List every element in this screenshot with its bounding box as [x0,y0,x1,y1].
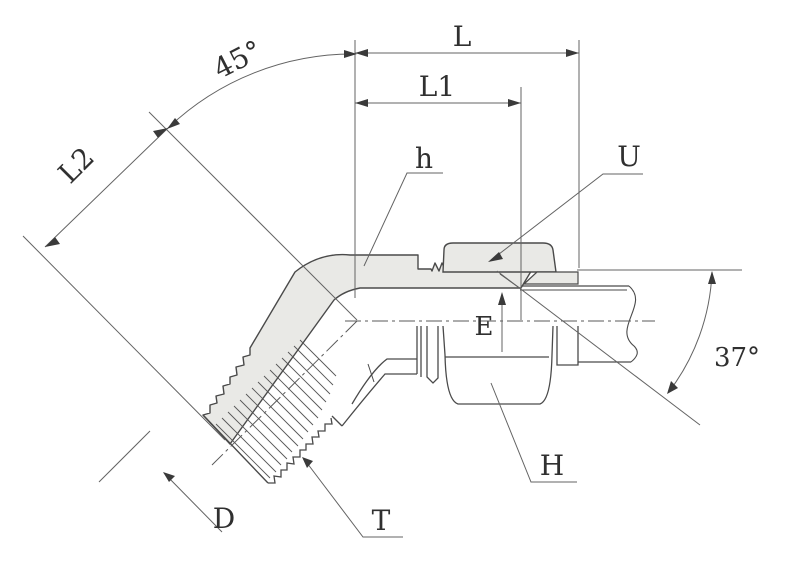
pipe-thread-dia-label: D [213,502,235,535]
flare-cone-line [496,270,701,426]
leader-T [302,457,403,538]
leader-h [363,172,443,267]
body-hex-label: h [415,142,433,175]
dim-l-label: L [453,20,472,53]
dim-L [355,49,579,57]
tube-break-line [626,285,638,363]
dim-E [498,292,506,352]
nut-hex-outline [442,325,554,405]
bend-inner-edge [351,358,417,405]
angle-37-label: 37° [714,343,760,373]
elbow-body [202,253,534,445]
dim-L1 [355,99,521,107]
thread-tip-face [202,414,269,484]
body-hex-lower [426,326,439,384]
angle-45-label: 45° [208,34,267,86]
dim-angle-37 [496,269,742,426]
thread-root-step [331,415,343,427]
bore-label: E [475,312,494,342]
ext-line-thread-tip [22,235,226,441]
nut-hex-label: H [540,449,564,482]
centerlines [211,320,655,466]
pipe-thread-label: T [372,504,391,537]
dim-l1-label: L1 [419,70,455,103]
ext-line-vertex [148,111,358,321]
dim-D [163,472,223,533]
dimensions [22,40,742,538]
thread-flank-lines [215,339,337,479]
sleeve-lower [556,326,579,366]
dim-angle-45 [167,50,357,129]
centerline-diagonal [211,320,358,466]
tube [499,273,638,363]
nut-thread-label: U [617,140,641,173]
bend-outer-edge [341,373,417,427]
leader-U [488,173,643,262]
dim-l2-label: L2 [52,141,101,190]
sleeve-shape [522,271,579,285]
leader-H [490,382,577,483]
thread-lower-crest [268,417,333,484]
ext-line-d [98,430,151,483]
elbow-body-section [202,253,534,445]
dim-L2 [44,127,169,248]
bend-chamfer-tick [367,363,375,383]
nut-hex-lower [442,325,579,405]
male-pipe-thread [202,339,343,484]
elbow-lower-bend [341,326,439,427]
